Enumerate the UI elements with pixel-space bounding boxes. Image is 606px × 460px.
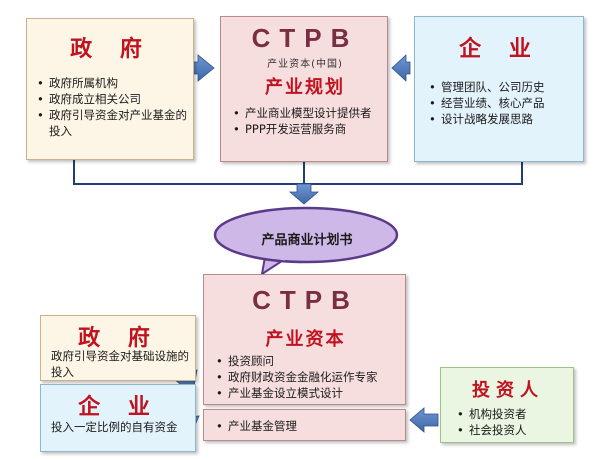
callout-bubble	[213, 206, 399, 277]
list-item: 产业商业模型设计提供者	[233, 105, 385, 121]
government-list: 政府所属机构 政府成立相关公司 政府引导资金对产业基金的投入	[37, 75, 191, 139]
ctpb-planning-box: CTPB 产业资本(中国) 产业规划 产业商业模型设计提供者 PPP开发运营服务…	[220, 16, 388, 162]
enterprise-investment-text: 投入一定比例的自有资金	[51, 420, 178, 434]
down-arrow-icon	[288, 183, 320, 205]
ctpb-subtitle: 产业资本(中国)	[267, 59, 343, 70]
list-item: 产业基金设立模式设计	[216, 385, 404, 401]
enterprise-list: 管理团队、公司历史 经营业绩、核心产品 设计战略发展思路	[429, 79, 581, 127]
government-investment-text: 政府引导资金对基础设施的投入	[51, 349, 189, 379]
enterprise-top-box: 企 业 管理团队、公司历史 经营业绩、核心产品 设计战略发展思路	[414, 16, 584, 162]
government-title: 政 府	[70, 37, 152, 62]
list-item: PPP开发运营服务商	[233, 121, 385, 137]
left-arrow-icon	[409, 407, 439, 433]
investor-box: 投资人 机构投资者 社会投资人	[440, 367, 574, 443]
ctpb-logo: CTPB	[252, 285, 359, 315]
planning-title: 产业规划	[265, 77, 345, 98]
capital-title: 产业资本	[265, 329, 346, 350]
enterprise-title: 企 业	[459, 37, 541, 62]
list-item: 投资顾问	[216, 353, 404, 369]
list-item: 管理团队、公司历史	[429, 79, 581, 95]
fund-management-box: 产业基金管理	[203, 409, 406, 441]
enterprise-bottom-box: 企 业 投入一定比例的自有资金	[40, 384, 196, 452]
investor-title: 投资人	[472, 380, 544, 401]
list-item: 政府所属机构	[37, 75, 191, 91]
investor-list: 机构投资者 社会投资人	[457, 406, 571, 438]
list-item: 机构投资者	[457, 406, 571, 422]
list-item: 产业基金管理	[216, 418, 404, 434]
ctpb-capital-box: CTPB 产业资本 投资顾问 政府财政资金金融化运作专家 产业基金设立模式设计	[203, 274, 406, 405]
enterprise-title: 企 业	[78, 395, 160, 420]
planning-list: 产业商业模型设计提供者 PPP开发运营服务商	[233, 105, 385, 137]
list-item: 政府引导资金对产业基金的投入	[37, 107, 191, 139]
left-arrow-icon	[391, 54, 411, 82]
list-item: 政府财政资金金融化运作专家	[216, 369, 404, 385]
ctpb-logo: CTPB	[251, 23, 359, 53]
list-item: 设计战略发展思路	[429, 111, 581, 127]
fund-list: 产业基金管理	[216, 418, 404, 434]
list-item: 政府成立相关公司	[37, 91, 191, 107]
government-bottom-box: 政 府 政府引导资金对基础设施的投入	[40, 315, 196, 381]
callout-label: 产品商业计划书	[261, 233, 353, 248]
capital-list: 投资顾问 政府财政资金金融化运作专家 产业基金设立模式设计	[216, 353, 404, 401]
list-item: 社会投资人	[457, 422, 571, 438]
government-title: 政 府	[78, 326, 160, 351]
government-top-box: 政 府 政府所属机构 政府成立相关公司 政府引导资金对产业基金的投入	[26, 18, 194, 160]
merge-lines	[73, 160, 523, 185]
list-item: 经营业绩、核心产品	[429, 95, 581, 111]
